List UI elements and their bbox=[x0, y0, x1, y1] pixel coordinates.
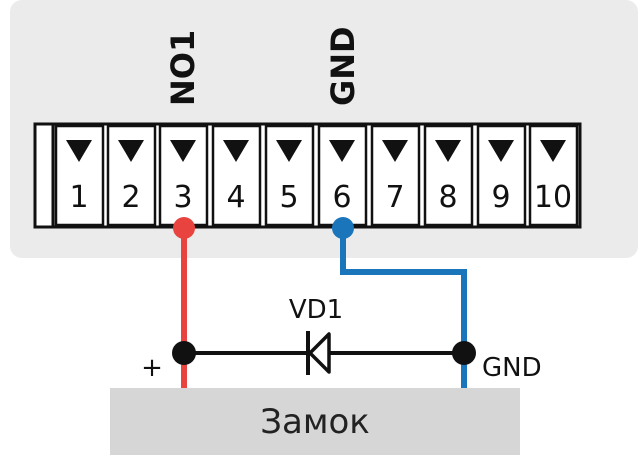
gnd-label: GND bbox=[324, 26, 362, 106]
svg-text:2: 2 bbox=[121, 180, 140, 215]
terminal-1: 1 bbox=[54, 124, 105, 227]
lock-label: Замок bbox=[260, 402, 370, 442]
no1-label: NO1 bbox=[164, 30, 202, 106]
terminal-8: 8 bbox=[423, 124, 474, 227]
ground-wire bbox=[340, 228, 467, 388]
svg-text:1: 1 bbox=[69, 180, 88, 215]
terminal-2: 2 bbox=[106, 124, 157, 227]
svg-text:8: 8 bbox=[438, 180, 457, 215]
terminal-9: 9 bbox=[476, 124, 527, 227]
diode-label: VD1 bbox=[289, 295, 343, 325]
terminal-3: 3 bbox=[158, 124, 209, 227]
gnd-side-label: GND bbox=[482, 353, 542, 383]
junction-dot-right bbox=[452, 341, 476, 365]
terminal-5: 5 bbox=[264, 124, 315, 227]
positive-terminal-dot bbox=[173, 217, 195, 239]
svg-text:4: 4 bbox=[226, 180, 245, 215]
terminal-7: 7 bbox=[370, 124, 421, 227]
svg-text:6: 6 bbox=[332, 180, 351, 215]
terminal-6: 6 bbox=[317, 124, 368, 227]
terminal-block: 1 2 3 4 5 6 7 bbox=[33, 122, 582, 229]
svg-text:7: 7 bbox=[385, 180, 404, 215]
svg-text:9: 9 bbox=[491, 180, 510, 215]
plus-label: + bbox=[141, 353, 163, 383]
terminal-4: 4 bbox=[211, 124, 262, 227]
junction-dot-left bbox=[172, 341, 196, 365]
diode-symbol bbox=[306, 331, 331, 375]
svg-text:10: 10 bbox=[534, 180, 572, 215]
terminal-10: 10 bbox=[528, 124, 579, 227]
svg-text:5: 5 bbox=[279, 180, 298, 215]
ground-terminal-dot bbox=[332, 217, 354, 239]
svg-text:3: 3 bbox=[173, 180, 192, 215]
lock-box bbox=[110, 388, 520, 455]
